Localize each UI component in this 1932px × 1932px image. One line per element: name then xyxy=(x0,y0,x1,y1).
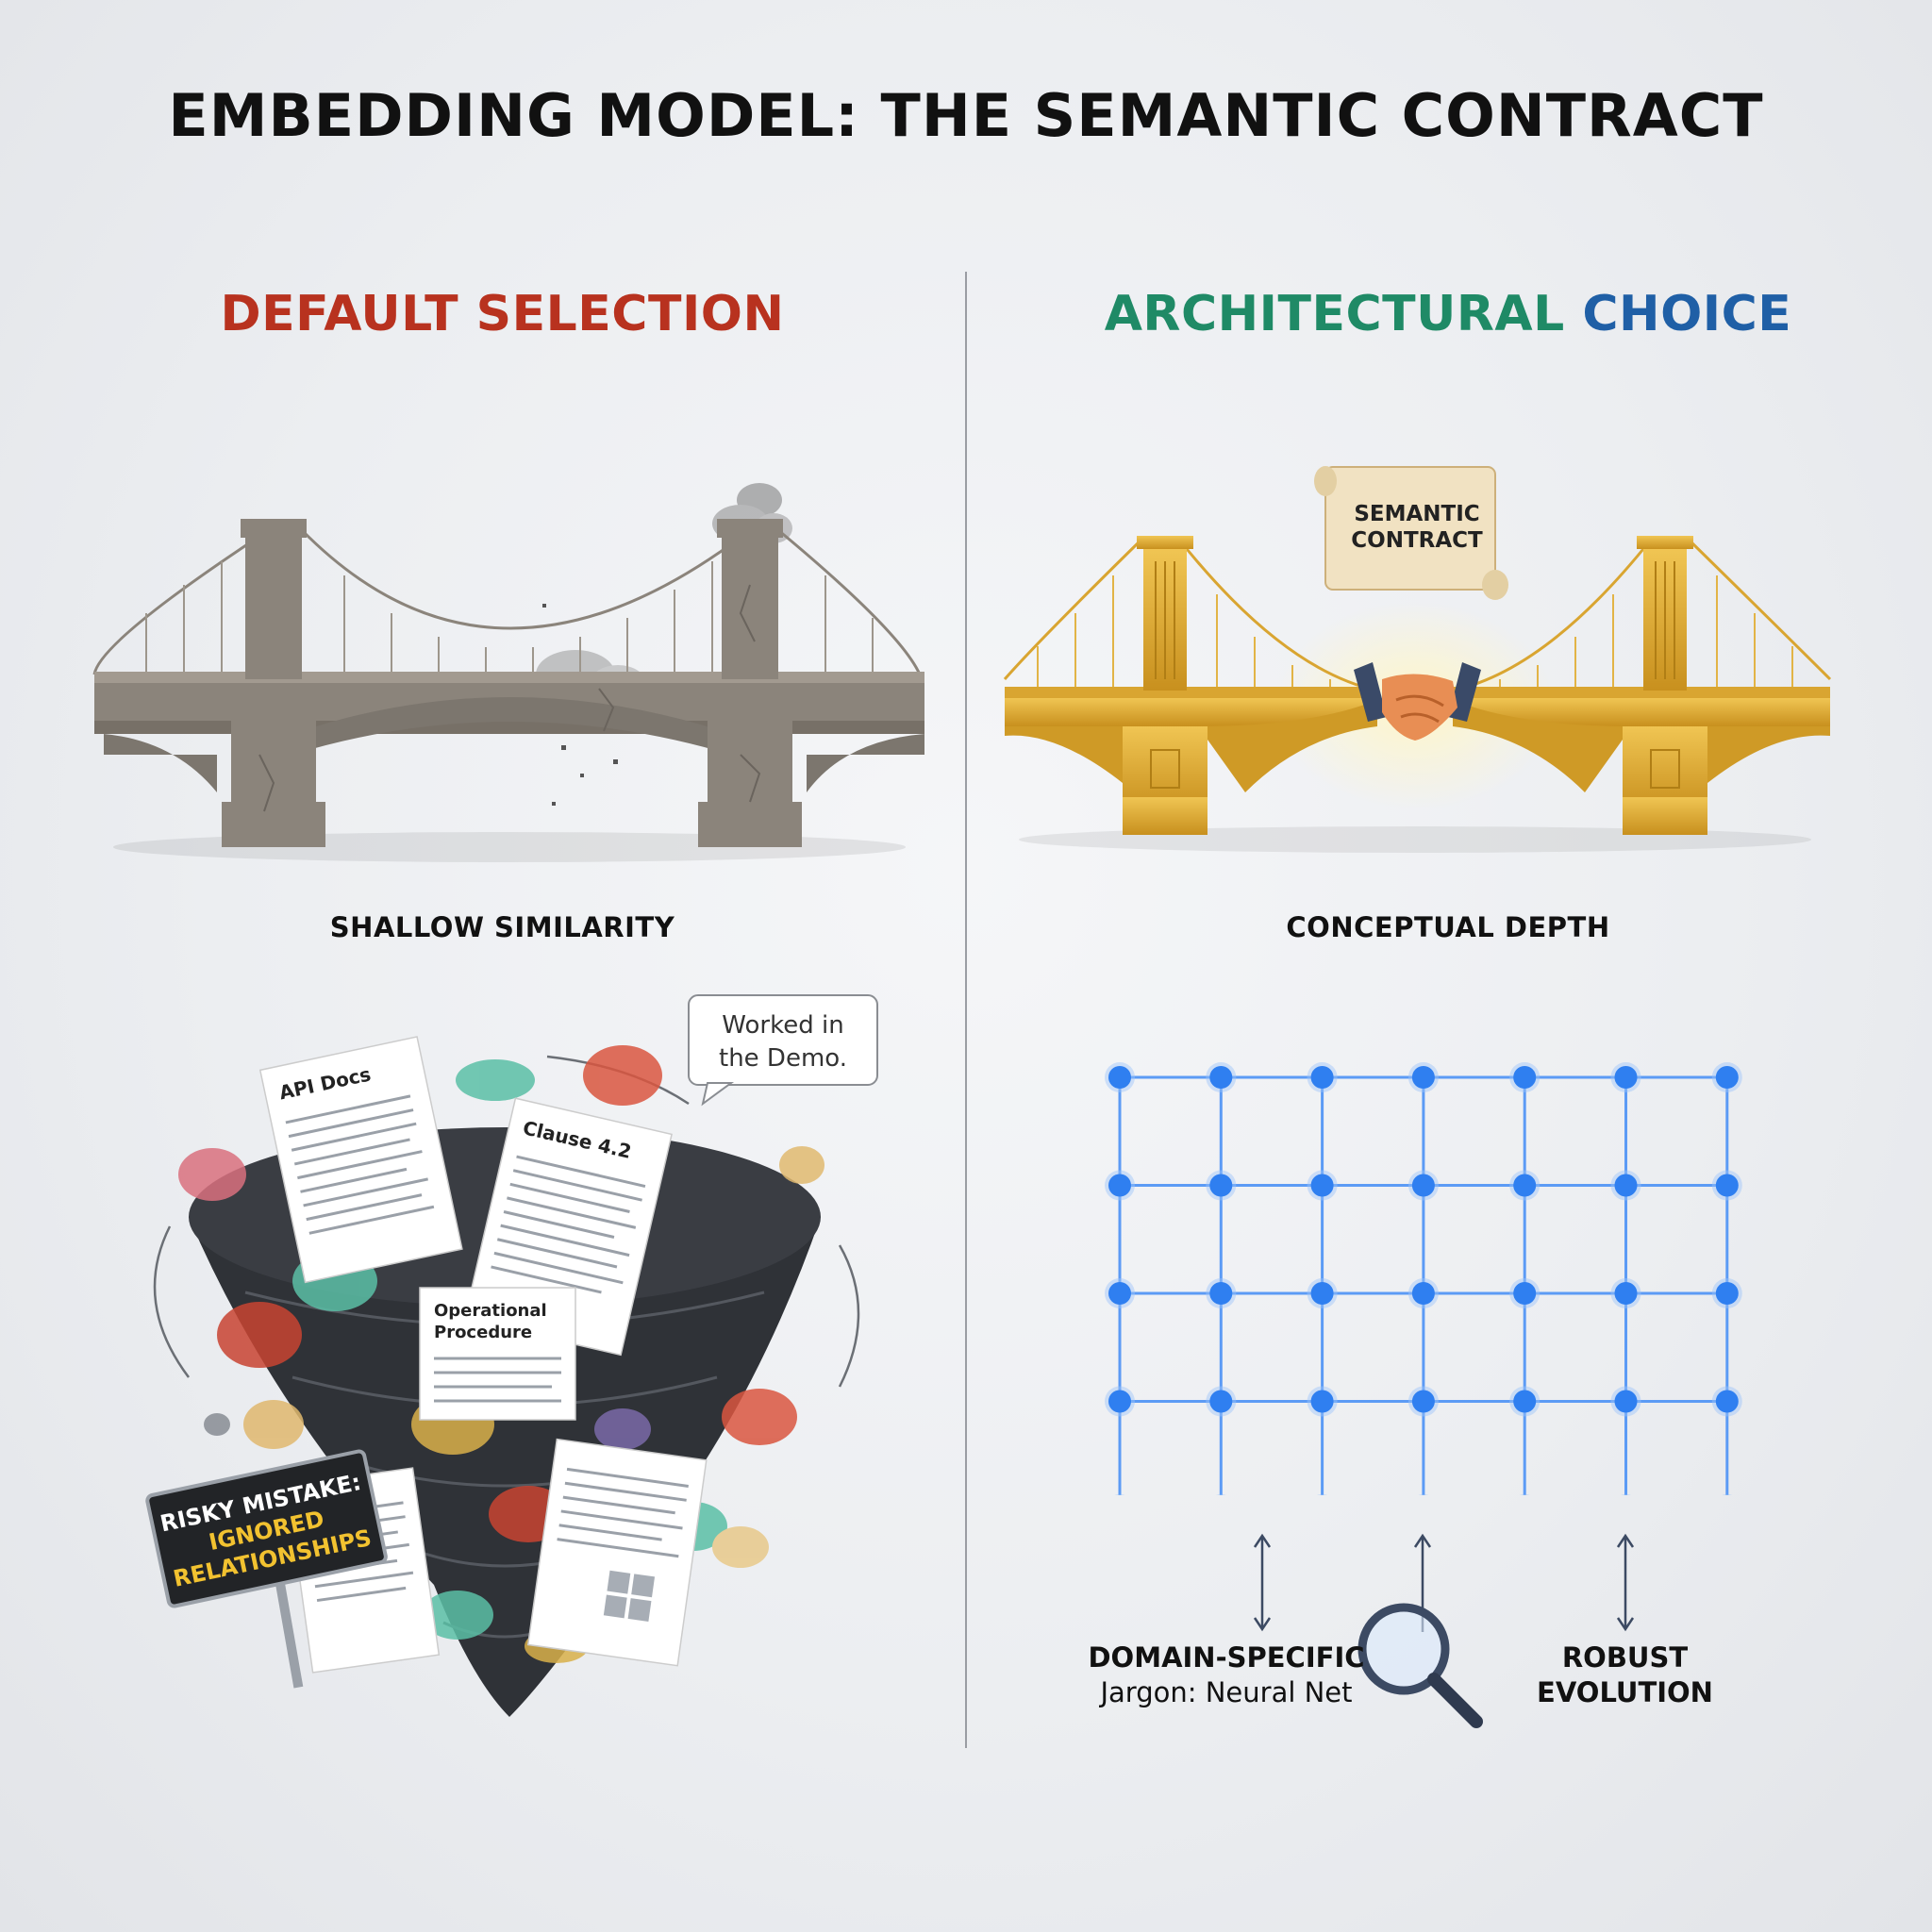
grid-node xyxy=(1411,1066,1435,1089)
label-robust-line2: EVOLUTION xyxy=(1537,1676,1713,1708)
left-caption: SHALLOW SIMILARITY xyxy=(329,911,675,943)
label-domain-line2: Jargon: Neural Net xyxy=(1100,1676,1353,1708)
tornado-illustration: Worked in the Demo. API Docs Clause 4.2 … xyxy=(145,994,878,1717)
grid-node-glow xyxy=(1418,1494,1429,1495)
handshake-icon xyxy=(1354,662,1481,741)
grid-node-glow xyxy=(1519,1494,1530,1495)
grid-node xyxy=(1310,1390,1334,1413)
right-heading-word2: CHOICE xyxy=(1582,286,1792,342)
op-line2: Procedure xyxy=(434,1323,532,1342)
grid-node-glow xyxy=(1215,1494,1226,1495)
magnifier-icon xyxy=(1357,1603,1483,1728)
grid-node xyxy=(1715,1174,1739,1197)
grid-node xyxy=(1614,1390,1638,1413)
grid-node xyxy=(1411,1174,1435,1197)
right-caption: CONCEPTUAL DEPTH xyxy=(1286,911,1610,943)
grid-node xyxy=(1108,1282,1131,1305)
semantic-grid xyxy=(1105,1062,1742,1495)
left-heading: DEFAULT SELECTION xyxy=(220,286,785,342)
grid-node xyxy=(1209,1390,1233,1413)
scroll-line1: SEMANTIC xyxy=(1354,502,1479,526)
grid-node xyxy=(1614,1282,1638,1305)
scroll-icon: SEMANTIC CONTRACT xyxy=(1314,466,1508,600)
grid-node xyxy=(1715,1282,1739,1305)
golden-bridge-illustration: SEMANTIC CONTRACT xyxy=(1003,466,1832,853)
grid-node xyxy=(1108,1174,1131,1197)
center-divider xyxy=(965,272,967,1748)
api-docs-page: API Docs xyxy=(258,1036,463,1284)
grid-node xyxy=(1513,1066,1537,1089)
grid-node xyxy=(1715,1066,1739,1089)
grid-node xyxy=(1108,1066,1131,1089)
grid-node xyxy=(1209,1066,1233,1089)
right-heading-word1: ARCHITECTURAL xyxy=(1104,286,1565,342)
grid-node xyxy=(1209,1174,1233,1197)
grid-node xyxy=(1614,1174,1638,1197)
stone-bridge-illustration xyxy=(92,483,924,862)
grid-node xyxy=(1310,1282,1334,1305)
grid-node xyxy=(1715,1390,1739,1413)
grid-node xyxy=(1411,1390,1435,1413)
label-domain-line1: DOMAIN-SPECIFIC xyxy=(1088,1641,1365,1674)
grid-node-glow xyxy=(1722,1494,1733,1495)
label-robust-line1: ROBUST xyxy=(1561,1641,1689,1674)
op-line1: Operational xyxy=(434,1301,547,1321)
grid-node-glow xyxy=(1317,1494,1328,1495)
speech-bubble: Worked in the Demo. xyxy=(688,994,878,1107)
report-page xyxy=(526,1438,708,1667)
speech-bubble-line1: Worked in xyxy=(722,1011,843,1040)
grid-node-glow xyxy=(1114,1494,1125,1495)
grid-node xyxy=(1411,1282,1435,1305)
right-heading: ARCHITECTURAL CHOICE xyxy=(1009,286,1887,342)
speech-bubble-line2: the Demo. xyxy=(719,1044,847,1073)
operational-procedure-page: Operational Procedure xyxy=(419,1287,576,1421)
grid-node xyxy=(1108,1390,1131,1413)
page-title: EMBEDDING MODEL: THE SEMANTIC CONTRACT xyxy=(168,81,1764,150)
scroll-line2: CONTRACT xyxy=(1351,528,1483,553)
grid-node xyxy=(1310,1066,1334,1089)
grid-node xyxy=(1513,1174,1537,1197)
grid-node xyxy=(1513,1390,1537,1413)
grid-node xyxy=(1513,1282,1537,1305)
grid-node-glow xyxy=(1620,1494,1632,1495)
grid-node xyxy=(1614,1066,1638,1089)
grid-node xyxy=(1310,1174,1334,1197)
grid-node xyxy=(1209,1282,1233,1305)
